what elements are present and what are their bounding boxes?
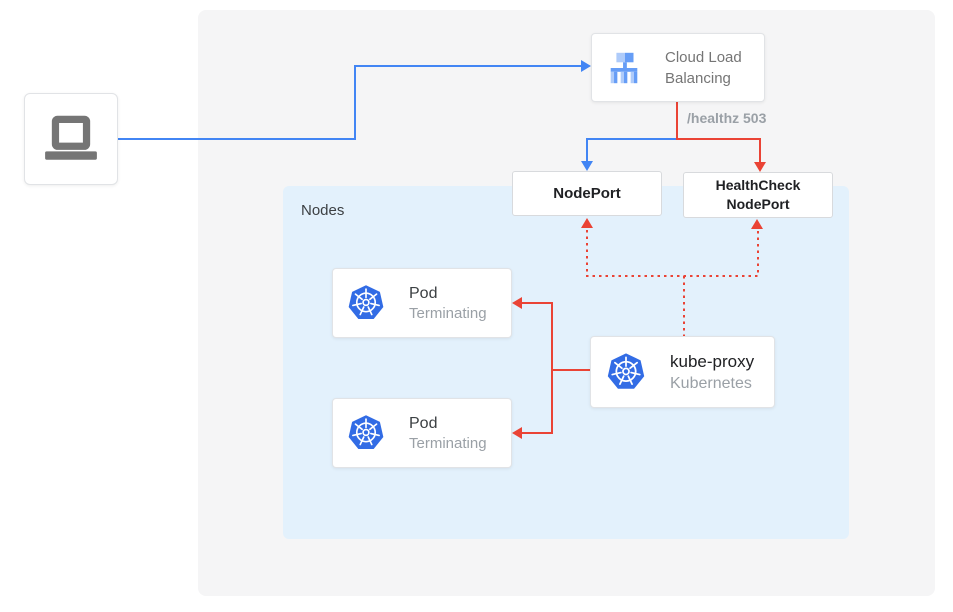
pod-bottom-status: Terminating <box>409 434 487 452</box>
load-balancer-label: Cloud Load Balancing <box>665 48 742 87</box>
edge-to-pod-bottom <box>521 432 552 434</box>
pod-bottom-node: Pod Terminating <box>332 398 512 468</box>
edge-client-to-lb-seg3 <box>354 65 582 67</box>
arrowhead-into-healthcheck-nodeport <box>754 162 766 172</box>
pod-top-title: Pod <box>409 284 438 302</box>
kube-proxy-subtitle: Kubernetes <box>670 375 752 392</box>
edge-lb-to-nodeport-seg1 <box>586 138 678 140</box>
nodes-panel-label: Nodes <box>301 202 345 219</box>
kube-proxy-title: kube-proxy <box>670 352 755 371</box>
nodeport-label: NodePort <box>553 185 621 202</box>
edge-kubeproxy-to-pods-trunk <box>551 302 553 434</box>
edge-lb-healthz-seg1 <box>676 102 678 140</box>
pod-bottom-title: Pod <box>409 414 438 432</box>
kubernetes-icon <box>607 353 645 389</box>
edge-lb-to-hc-seg2 <box>759 138 761 162</box>
edge-kubeproxy-dotted-to-nodeport <box>586 230 588 276</box>
cloud-load-balancing-icon <box>610 52 638 83</box>
pod-top-status: Terminating <box>409 304 487 322</box>
healthz-status-label: /healthz 503 <box>687 110 767 126</box>
arrowhead-into-pod-top <box>512 297 522 309</box>
edge-kubeproxy-dotted-to-healthcheck <box>757 231 759 276</box>
pod-top-node: Pod Terminating <box>332 268 512 338</box>
kube-proxy-node: kube-proxy Kubernetes <box>590 336 775 408</box>
client-node <box>24 93 118 185</box>
edge-lb-to-nodeport-seg2 <box>586 138 588 161</box>
arrowhead-dotted-into-healthcheck-nodeport <box>751 219 763 229</box>
healthcheck-nodeport-label: HealthCheck NodePort <box>715 177 801 212</box>
nodeport-node: NodePort <box>512 171 662 216</box>
healthcheck-nodeport-node: HealthCheck NodePort <box>683 172 833 218</box>
pod-bottom-text: Pod Terminating <box>409 413 487 454</box>
edge-kubeproxy-to-pods-stem <box>551 369 590 371</box>
kubernetes-icon <box>348 285 384 319</box>
arrowhead-dotted-into-nodeport <box>581 218 593 228</box>
edge-kubeproxy-dotted-cross <box>586 275 759 277</box>
kubernetes-icon <box>348 415 384 449</box>
edge-client-to-lb-seg1 <box>118 138 356 140</box>
edge-kubeproxy-dotted-stem <box>683 276 685 336</box>
arrowhead-into-pod-bottom <box>512 427 522 439</box>
edge-client-to-lb-seg2 <box>354 65 356 140</box>
laptop-icon <box>45 115 97 160</box>
edge-to-pod-top <box>521 302 552 304</box>
edge-lb-to-hc-seg1 <box>676 138 761 140</box>
arrowhead-into-nodeport <box>581 161 593 171</box>
load-balancer-node: Cloud Load Balancing <box>591 33 765 102</box>
arrowhead-into-load-balancer <box>581 60 591 72</box>
kube-proxy-text: kube-proxy Kubernetes <box>670 350 754 394</box>
pod-top-text: Pod Terminating <box>409 283 487 324</box>
